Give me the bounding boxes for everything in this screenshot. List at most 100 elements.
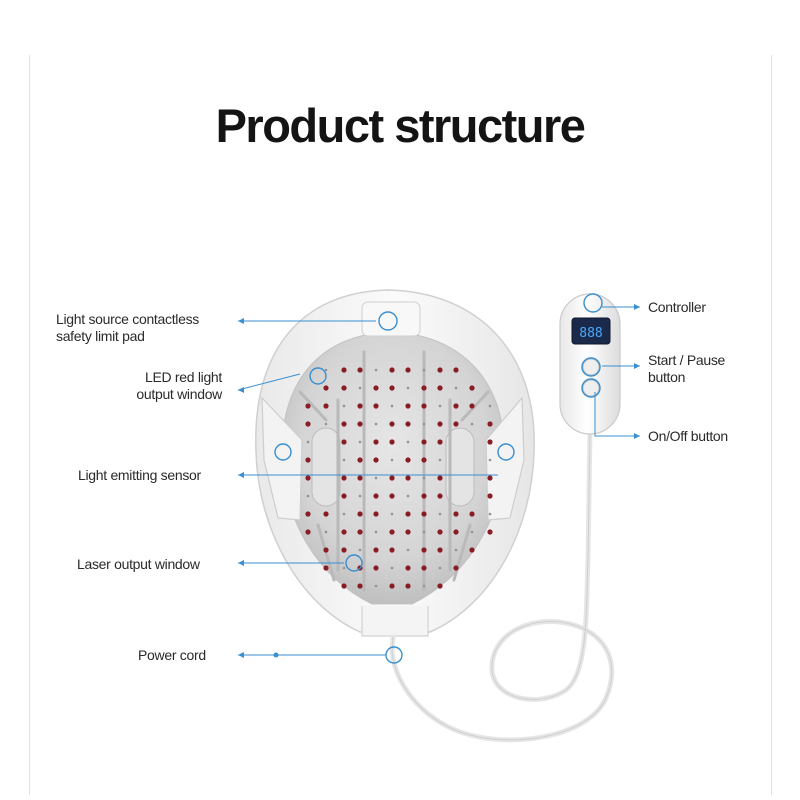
led-dot — [421, 511, 427, 517]
led-dot — [488, 404, 492, 408]
led-dot — [453, 421, 459, 427]
led-dot — [438, 512, 442, 516]
ridge-strip — [452, 523, 472, 582]
led-dot — [341, 493, 347, 499]
led-dot — [406, 494, 410, 498]
led-dot — [453, 511, 459, 517]
led-dot — [374, 422, 378, 426]
led-dot — [341, 475, 347, 481]
led-dot — [437, 529, 443, 535]
led-dot — [373, 493, 379, 499]
led-dot — [406, 440, 410, 444]
led-dot — [373, 403, 379, 409]
led-dot — [357, 583, 363, 589]
led-dot — [405, 583, 411, 589]
led-dot — [305, 529, 311, 535]
label-controller: Controller — [648, 299, 706, 315]
led-dot — [469, 385, 475, 391]
led-dot — [405, 367, 411, 373]
led-dot — [324, 368, 328, 372]
led-dot — [487, 475, 493, 481]
led-dot — [487, 493, 493, 499]
led-dot — [342, 512, 346, 516]
left-border — [29, 55, 30, 795]
led-dot — [341, 439, 347, 445]
led-dot — [305, 475, 311, 481]
led-dot — [390, 458, 394, 462]
led-dot — [358, 548, 362, 552]
led-dot — [453, 403, 459, 409]
led-dot — [437, 367, 443, 373]
led-dot — [357, 529, 363, 535]
led-dot — [373, 439, 379, 445]
led-dot — [305, 511, 311, 517]
led-dot — [422, 584, 426, 588]
led-dot — [421, 547, 427, 553]
led-dot — [437, 493, 443, 499]
led-dot — [470, 530, 474, 534]
led-dot — [437, 439, 443, 445]
led-dot — [390, 404, 394, 408]
led-dot — [454, 386, 458, 390]
led-dot — [454, 548, 458, 552]
led-dot — [421, 493, 427, 499]
led-dot — [405, 421, 411, 427]
led-dot — [357, 511, 363, 517]
led-dot — [341, 547, 347, 553]
led-dot — [373, 511, 379, 517]
led-dot — [305, 457, 311, 463]
led-dot — [437, 547, 443, 553]
led-dot — [373, 457, 379, 463]
led-dot — [342, 404, 346, 408]
label-led-window: LED red light output window — [136, 369, 222, 402]
led-dot — [373, 547, 379, 553]
led-dot — [305, 403, 311, 409]
led-dot — [488, 458, 492, 462]
power-cord — [389, 427, 615, 743]
led-dot — [358, 440, 362, 444]
led-dot — [324, 530, 328, 534]
led-dot — [437, 385, 443, 391]
led-dot — [469, 403, 475, 409]
led-dot — [437, 421, 443, 427]
led-dot — [422, 530, 426, 534]
ridge-strip — [298, 390, 328, 422]
label-laser-window: Laser output window — [77, 556, 200, 572]
label-on-off: On/Off button — [648, 428, 728, 444]
led-dot — [390, 566, 394, 570]
led-dot — [405, 475, 411, 481]
led-dot — [421, 439, 427, 445]
callout-lines — [237, 306, 640, 656]
led-dot — [357, 403, 363, 409]
led-dot — [405, 511, 411, 517]
ridge-strip — [460, 390, 490, 422]
led-dot — [373, 385, 379, 391]
led-dot — [487, 529, 493, 535]
callout-arrowheads — [238, 304, 640, 658]
led-dot — [421, 457, 427, 463]
led-dot — [374, 476, 378, 480]
led-dot — [470, 422, 474, 426]
led-dot — [323, 547, 329, 553]
led-dot — [323, 385, 329, 391]
led-dot — [488, 512, 492, 516]
contactless-pad — [361, 301, 421, 337]
led-dot — [390, 512, 394, 516]
led-dot — [306, 440, 310, 444]
led-dot — [421, 403, 427, 409]
led-dot — [374, 530, 378, 534]
led-dot — [373, 565, 379, 571]
led-dot — [357, 421, 363, 427]
led-dot — [341, 529, 347, 535]
led-dot — [422, 368, 426, 372]
led-dot — [487, 439, 493, 445]
led-dot — [438, 566, 442, 570]
led-dot — [438, 458, 442, 462]
side-straps — [261, 396, 525, 521]
led-dot — [341, 421, 347, 427]
led-dot — [405, 403, 411, 409]
led-dot — [358, 494, 362, 498]
led-dot — [389, 583, 395, 589]
label-contactless-pad: Light source contactless safety limit pa… — [56, 311, 199, 344]
led-dot — [374, 584, 378, 588]
